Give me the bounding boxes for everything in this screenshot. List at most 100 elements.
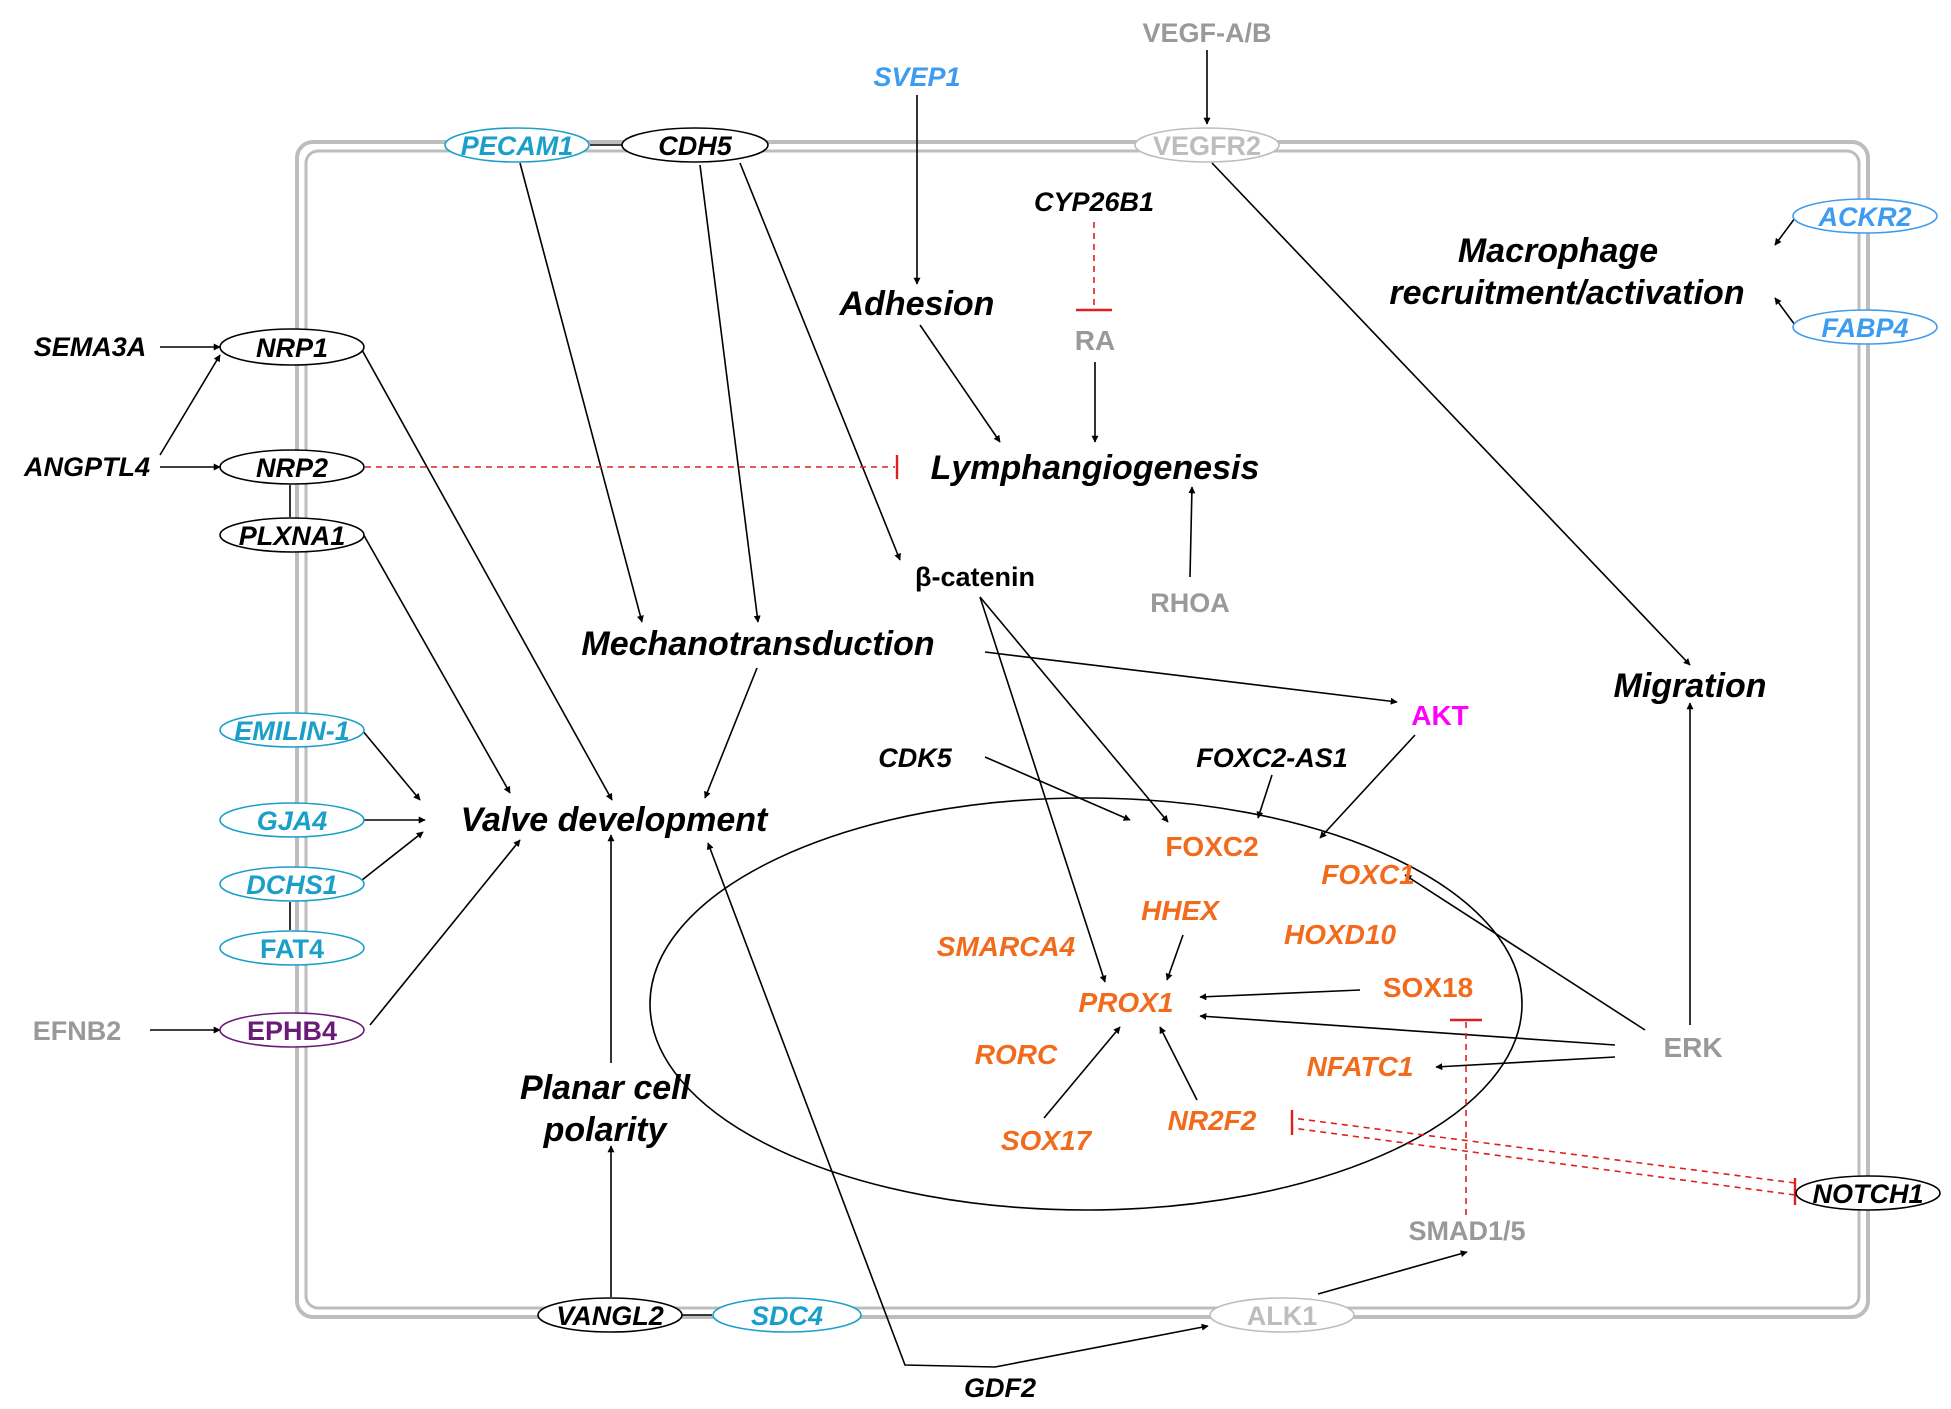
- arrow-cdk5-foxc2: [984, 756, 1131, 821]
- sdc4-oval: [712, 1297, 862, 1333]
- cdh5-label: CDH5: [658, 131, 732, 161]
- arrow-gdf2-valve: [706, 842, 996, 1368]
- arrow-cdh5-mechanotransduction: [699, 164, 761, 623]
- arrow-betacatenin-foxc2: [979, 596, 1169, 823]
- foxc2-label: FOXC2: [1165, 831, 1258, 862]
- arrow-erk-nfatc1: [1435, 1056, 1616, 1071]
- dchs1-label: DCHS1: [246, 870, 338, 900]
- vangl2-oval: [537, 1297, 683, 1333]
- hoxd10-label: HOXD10: [1284, 919, 1396, 950]
- arrow-ackr2-macrophage: [1774, 217, 1796, 246]
- ephb4-label: EPHB4: [247, 1016, 337, 1046]
- process-labels: Adhesion Macrophage recruitment/activati…: [461, 232, 1767, 1149]
- notch1-label: NOTCH1: [1812, 1179, 1923, 1209]
- macrophage-label-line2: recruitment/activation: [1389, 274, 1744, 312]
- cyp26b1-label: CYP26B1: [1034, 187, 1154, 217]
- arrow-gdf2-alk1: [994, 1323, 1209, 1368]
- sox17-label: SOX17: [1001, 1125, 1093, 1156]
- nrp2-label: NRP2: [256, 453, 328, 483]
- vegfr2-oval: [1134, 127, 1280, 163]
- pecam1-label: PECAM1: [461, 131, 574, 161]
- arrow-alk1-smad15: [1317, 1250, 1468, 1295]
- arrow-pecam1-mechanotransduction: [519, 162, 644, 623]
- nfatc1-label: NFATC1: [1307, 1051, 1414, 1082]
- membrane-labels: PECAM1 CDH5 VEGFR2 NRP1 NRP2 PLXNA1 EMIL…: [234, 131, 1923, 1331]
- cdk5-label: CDK5: [878, 743, 952, 773]
- vegf-label: VEGF-A/B: [1142, 18, 1271, 48]
- membrane-ovals: [219, 127, 1941, 1333]
- valve-development-label: Valve development: [461, 801, 769, 839]
- foxc1-label: FOXC1: [1321, 859, 1414, 890]
- emilin1-label: EMILIN-1: [234, 716, 350, 746]
- rorc-label: RORC: [975, 1039, 1058, 1070]
- arrow-foxc2as1-foxc2: [1256, 774, 1273, 819]
- vegfr2-label: VEGFR2: [1153, 131, 1261, 161]
- angptl4-label: ANGPTL4: [23, 452, 150, 482]
- nr2f2-label: NR2F2: [1168, 1105, 1257, 1136]
- arrow-erk-prox1: [1199, 1012, 1616, 1046]
- cdh5-oval: [621, 127, 769, 163]
- prox1-label: PROX1: [1079, 987, 1174, 1018]
- macrophage-label-line1: Macrophage: [1458, 232, 1658, 270]
- sema3a-label: SEMA3A: [34, 332, 147, 362]
- foxc2as1-label: FOXC2-AS1: [1196, 743, 1348, 773]
- hhex-label: HHEX: [1141, 895, 1221, 926]
- arrow-sox17-prox1: [1043, 1026, 1121, 1119]
- gja4-label: GJA4: [257, 806, 328, 836]
- sox18-label: SOX18: [1383, 972, 1473, 1003]
- ephb4-oval: [219, 1012, 365, 1048]
- arrow-dchs1-valve: [361, 831, 424, 881]
- betacatenin-label: β-catenin: [915, 562, 1035, 592]
- fat4-label: FAT4: [260, 934, 324, 964]
- arrow-erk-foxc1: [1404, 874, 1646, 1031]
- smarca4-label: SMARCA4: [937, 931, 1076, 962]
- membrane-links: [289, 144, 712, 1316]
- inhibition-lines: [365, 222, 1797, 1215]
- arrow-nr2f2-prox1: [1159, 1026, 1198, 1101]
- arrow-adhesion-lymphangiogenesis: [919, 324, 1001, 443]
- erk-label: ERK: [1663, 1032, 1722, 1063]
- akt-label: AKT: [1411, 700, 1469, 731]
- arrow-angptl4-nrp1: [159, 354, 221, 456]
- svep1-label: SVEP1: [873, 62, 960, 92]
- arrow-akt-foxc1: [1319, 734, 1416, 839]
- migration-label: Migration: [1614, 667, 1767, 705]
- ackr2-label: ACKR2: [1817, 202, 1911, 232]
- nucleus: [649, 797, 1523, 1211]
- adhesion-label: Adhesion: [839, 285, 995, 323]
- arrow-mechanotransduction-valve: [704, 667, 758, 799]
- rhoa-label: RHOA: [1150, 588, 1230, 618]
- extracellular-labels: VEGF-A/B SVEP1 SEMA3A ANGPTL4 EFNB2 GDF2: [23, 18, 1272, 1403]
- gdf2-label: GDF2: [964, 1373, 1036, 1403]
- gja4-oval: [219, 802, 365, 838]
- alk1-oval: [1209, 1297, 1355, 1333]
- emilin1-oval: [219, 712, 365, 748]
- activation-arrows: [150, 50, 1796, 1368]
- arrow-mechanotransduction-akt: [984, 651, 1398, 705]
- smad15-label: SMAD1/5: [1408, 1216, 1525, 1246]
- nuclear-labels: FOXC2 FOXC1 HHEX HOXD10 SMARCA4 SOX18 PR…: [937, 831, 1473, 1156]
- dchs1-oval: [219, 866, 365, 902]
- arrow-rhoa-lymphangiogenesis: [1188, 486, 1196, 578]
- pecam1-oval: [444, 127, 590, 163]
- notch1-oval: [1795, 1175, 1941, 1211]
- nrp2-oval: [219, 449, 365, 485]
- plxna1-label: PLXNA1: [239, 521, 346, 551]
- ra-label: RA: [1075, 325, 1115, 356]
- pcp-label-line2: polarity: [543, 1111, 669, 1149]
- plxna1-oval: [219, 517, 365, 553]
- fabp4-oval: [1792, 309, 1938, 345]
- inhibit-notch1-nr2f2-b: [1291, 1127, 1796, 1196]
- arrow-vegfr2-migration: [1211, 162, 1691, 666]
- sdc4-label: SDC4: [751, 1301, 823, 1331]
- nrp1-oval: [219, 328, 365, 366]
- arrow-cdh5-betacatenin: [739, 162, 901, 561]
- mechanotransduction-label: Mechanotransduction: [581, 625, 934, 663]
- arrow-hhex-prox1: [1165, 934, 1184, 981]
- alk1-label: ALK1: [1247, 1301, 1318, 1331]
- arrow-betacatenin-prox1: [979, 596, 1107, 983]
- fat4-oval: [219, 930, 365, 966]
- nrp1-label: NRP1: [256, 333, 328, 363]
